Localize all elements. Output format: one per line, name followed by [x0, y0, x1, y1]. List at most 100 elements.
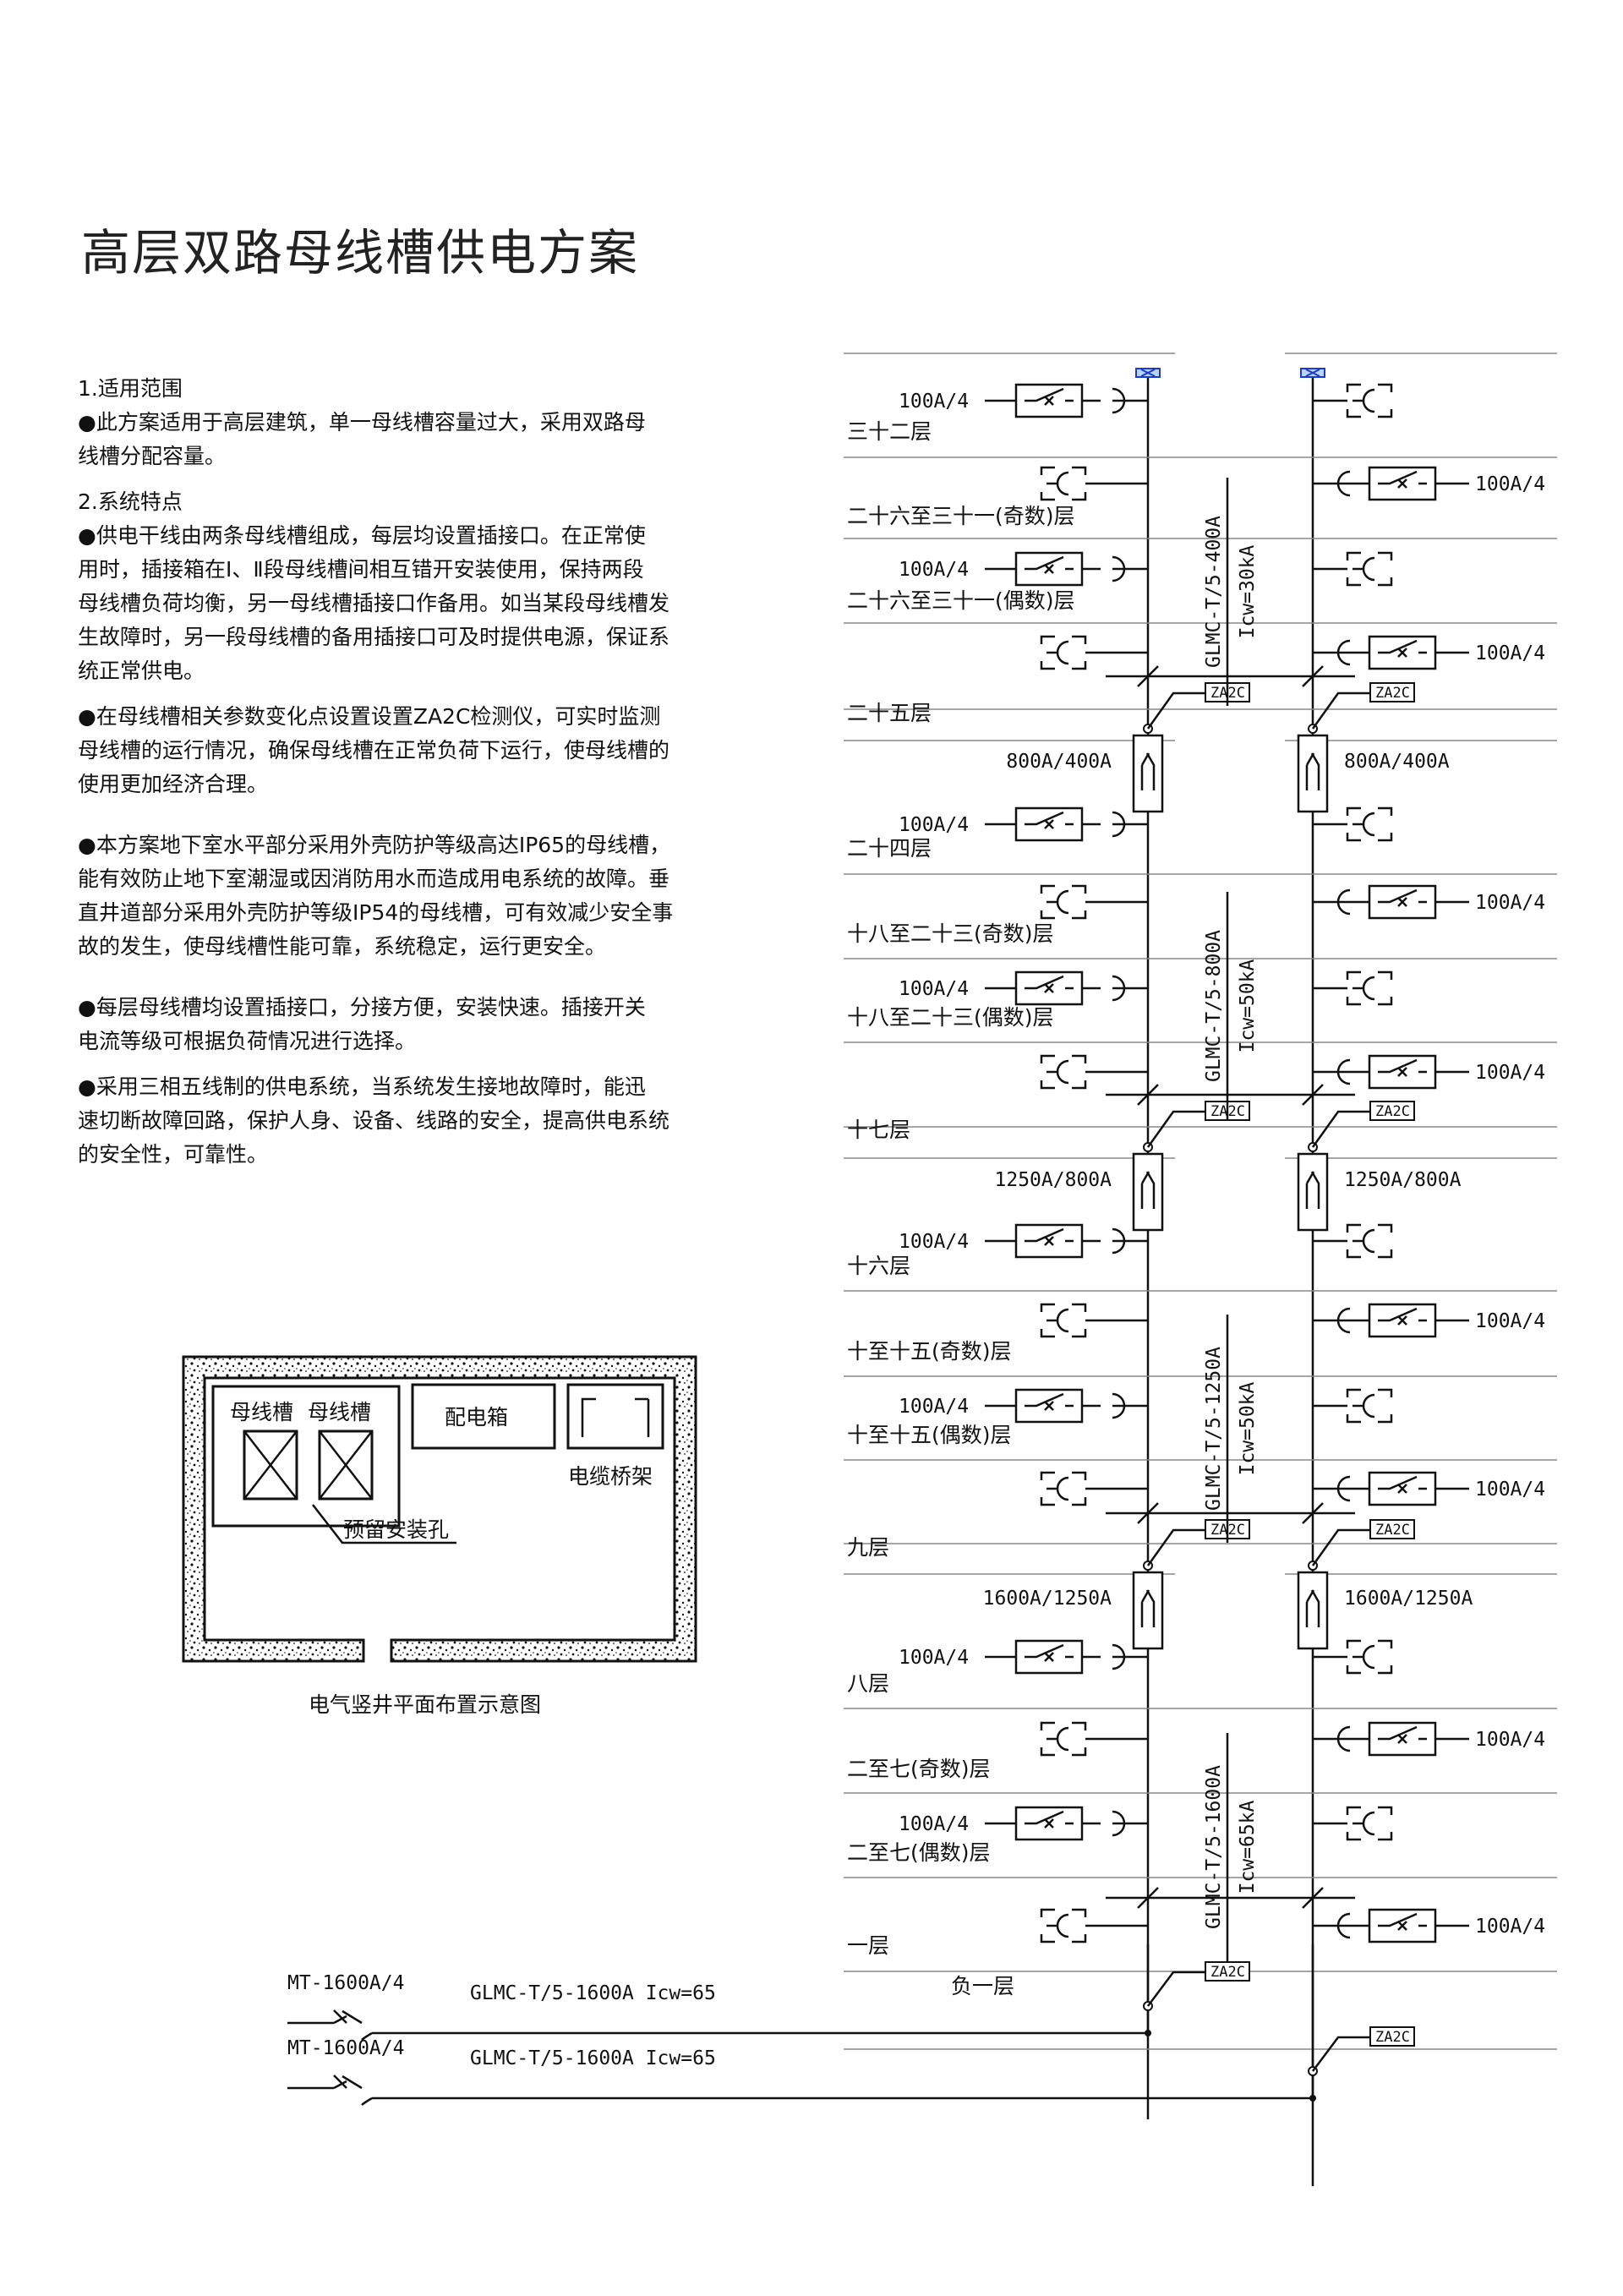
tie-break-mark — [1137, 1084, 1324, 1106]
za2c-monitor-label: ZA2C — [1210, 1964, 1245, 1981]
spare-bracket — [1040, 1471, 1087, 1506]
breaker-contact — [1025, 975, 1074, 990]
plug-in-unit — [1336, 1475, 1351, 1502]
notes-panel: 1.适用范围 ●此方案适用于高层建筑，单一母线槽容量过大，采用双路母 线槽分配容… — [78, 372, 796, 1184]
spare-tap-unit — [1346, 806, 1393, 842]
spare-bracket — [1346, 1223, 1393, 1259]
breaker-cross — [1397, 897, 1407, 907]
transition-device — [1297, 1571, 1329, 1650]
breaker-contact — [1378, 1475, 1427, 1490]
feeder-cable-label: GLMC-T/5-1600A Icw=65 — [470, 2047, 716, 2069]
monitor-leader — [1311, 1110, 1370, 1148]
breaker-contact — [1378, 639, 1427, 654]
tap-rating-label: 100A/4 — [1475, 642, 1545, 664]
spare-bracket — [1346, 970, 1393, 1006]
busway-segment-model: GLMC-T/5-1250A — [1203, 1347, 1225, 1511]
transition-device — [1132, 734, 1164, 813]
spare-tap-unit — [1346, 970, 1393, 1006]
transition-fuse-symbol — [1305, 1589, 1320, 1627]
floor-label: 十八至二十三(偶数)层 — [847, 1005, 1054, 1030]
transition-rating-left: 800A/400A — [1006, 751, 1112, 773]
spare-bracket — [1040, 884, 1087, 920]
breaker-cross — [1397, 648, 1407, 658]
transition-device — [1132, 1571, 1164, 1650]
paragraph-feature-2: ●在母线槽相关参数变化点设置设置ZA2C检测仪，可实时监测 母线槽的运行情况，确… — [78, 704, 670, 796]
breaker-cross — [1397, 1067, 1407, 1077]
spare-tap-unit — [1346, 1223, 1393, 1259]
monitor-leader — [1312, 2036, 1370, 2072]
tap-breaker — [1014, 383, 1084, 418]
plug-in-unit — [1336, 1307, 1351, 1334]
tap-breaker — [1014, 1388, 1084, 1424]
busway-cross-1 — [243, 1430, 298, 1500]
paragraph-feature-1: ●供电干线由两条母线槽组成，每层均设置插接口。在正常使 用时，插接箱在Ⅰ、Ⅱ段母… — [78, 523, 670, 683]
spare-bracket — [1346, 551, 1393, 587]
plug-in-unit — [1336, 1725, 1351, 1752]
tap-breaker — [1368, 635, 1437, 670]
busway-segment-icw: Icw=65kA — [1237, 1800, 1259, 1894]
spare-tap-unit — [1346, 551, 1393, 587]
transition-rating-right: 800A/400A — [1344, 751, 1450, 773]
tap-rating-label: 100A/4 — [1475, 473, 1545, 495]
spare-plug-arc — [1362, 1644, 1375, 1670]
spare-plug-arc — [1362, 1393, 1375, 1419]
end-cap-cross — [1305, 369, 1320, 377]
tap-rating-label: 100A/4 — [899, 1396, 969, 1418]
section-heading-features: 2.系统特点 — [78, 489, 183, 514]
tie-break-mark — [1137, 665, 1324, 687]
breaker-contact — [1378, 470, 1427, 485]
breaker-cross — [1044, 396, 1054, 406]
spare-bracket — [1040, 1721, 1087, 1757]
spare-tap-unit — [1040, 884, 1087, 920]
tap-breaker — [1368, 884, 1437, 920]
spare-plug-arc — [1362, 812, 1375, 837]
tap-rating-label: 100A/4 — [899, 1231, 969, 1253]
breaker-contact — [1025, 555, 1074, 571]
breaker-contact — [1378, 1307, 1427, 1322]
incoming-breaker-symbol — [287, 2009, 363, 2025]
breaker-contact — [1025, 1810, 1074, 1825]
plug-in-unit — [1112, 555, 1126, 582]
transition-device — [1132, 1152, 1164, 1232]
breaker-cross — [1397, 478, 1407, 489]
floor-label: 二至七(奇数)层 — [847, 1757, 991, 1781]
tap-breaker — [1014, 1223, 1084, 1259]
busway-label-2: 母线槽 — [308, 1400, 371, 1424]
transition-rating-left: 1600A/1250A — [983, 1588, 1112, 1610]
tap-rating-label: 100A/4 — [1475, 892, 1545, 914]
breaker-contact — [1378, 888, 1427, 904]
breaker-cross — [1044, 1236, 1054, 1246]
busway-segment-model: GLMC-T/5-800A — [1203, 930, 1225, 1082]
incoming-breaker-label: MT-1600A/4 — [287, 1972, 404, 1994]
breaker-cross — [1044, 1818, 1054, 1829]
spare-tap-unit — [1346, 1806, 1393, 1841]
busway-segment-model: GLMC-T/5-1600A — [1203, 1765, 1225, 1929]
za2c-monitor-box — [1205, 1961, 1250, 1982]
plug-in-unit — [1112, 1810, 1126, 1837]
breaker-cross — [1397, 1484, 1407, 1494]
breaker-contact — [1025, 1227, 1074, 1243]
za2c-monitor-box — [1369, 682, 1415, 702]
floor-label: 十至十五(奇数)层 — [847, 1339, 1012, 1364]
incoming-breaker-label: MT-1600A/4 — [287, 2037, 404, 2059]
breaker-cross — [1044, 564, 1054, 574]
plug-in-unit — [1112, 1227, 1126, 1255]
spare-tap-unit — [1040, 635, 1087, 670]
tap-breaker — [1368, 1908, 1437, 1943]
tap-rating-label: 100A/4 — [899, 559, 969, 581]
transition-device-box — [1297, 1571, 1329, 1650]
breaker-cross — [1397, 1734, 1407, 1744]
spare-plug-arc — [1362, 1811, 1375, 1836]
floor-label: 二至七(偶数)层 — [847, 1840, 991, 1865]
tap-rating-label: 100A/4 — [899, 391, 969, 413]
tap-rating-label: 100A/4 — [1475, 1310, 1545, 1332]
spare-bracket — [1040, 1054, 1087, 1090]
monitor-leader — [1311, 1528, 1370, 1566]
za2c-monitor-box — [1369, 2026, 1415, 2047]
tap-breaker — [1014, 551, 1084, 587]
distribution-panel-label: 配电箱 — [445, 1405, 508, 1430]
plug-in-unit — [1112, 1643, 1126, 1670]
busway-section-1 — [243, 1430, 298, 1501]
tap-breaker — [1368, 1054, 1437, 1090]
floor-label: 二十六至三十一(奇数)层 — [847, 504, 1075, 528]
